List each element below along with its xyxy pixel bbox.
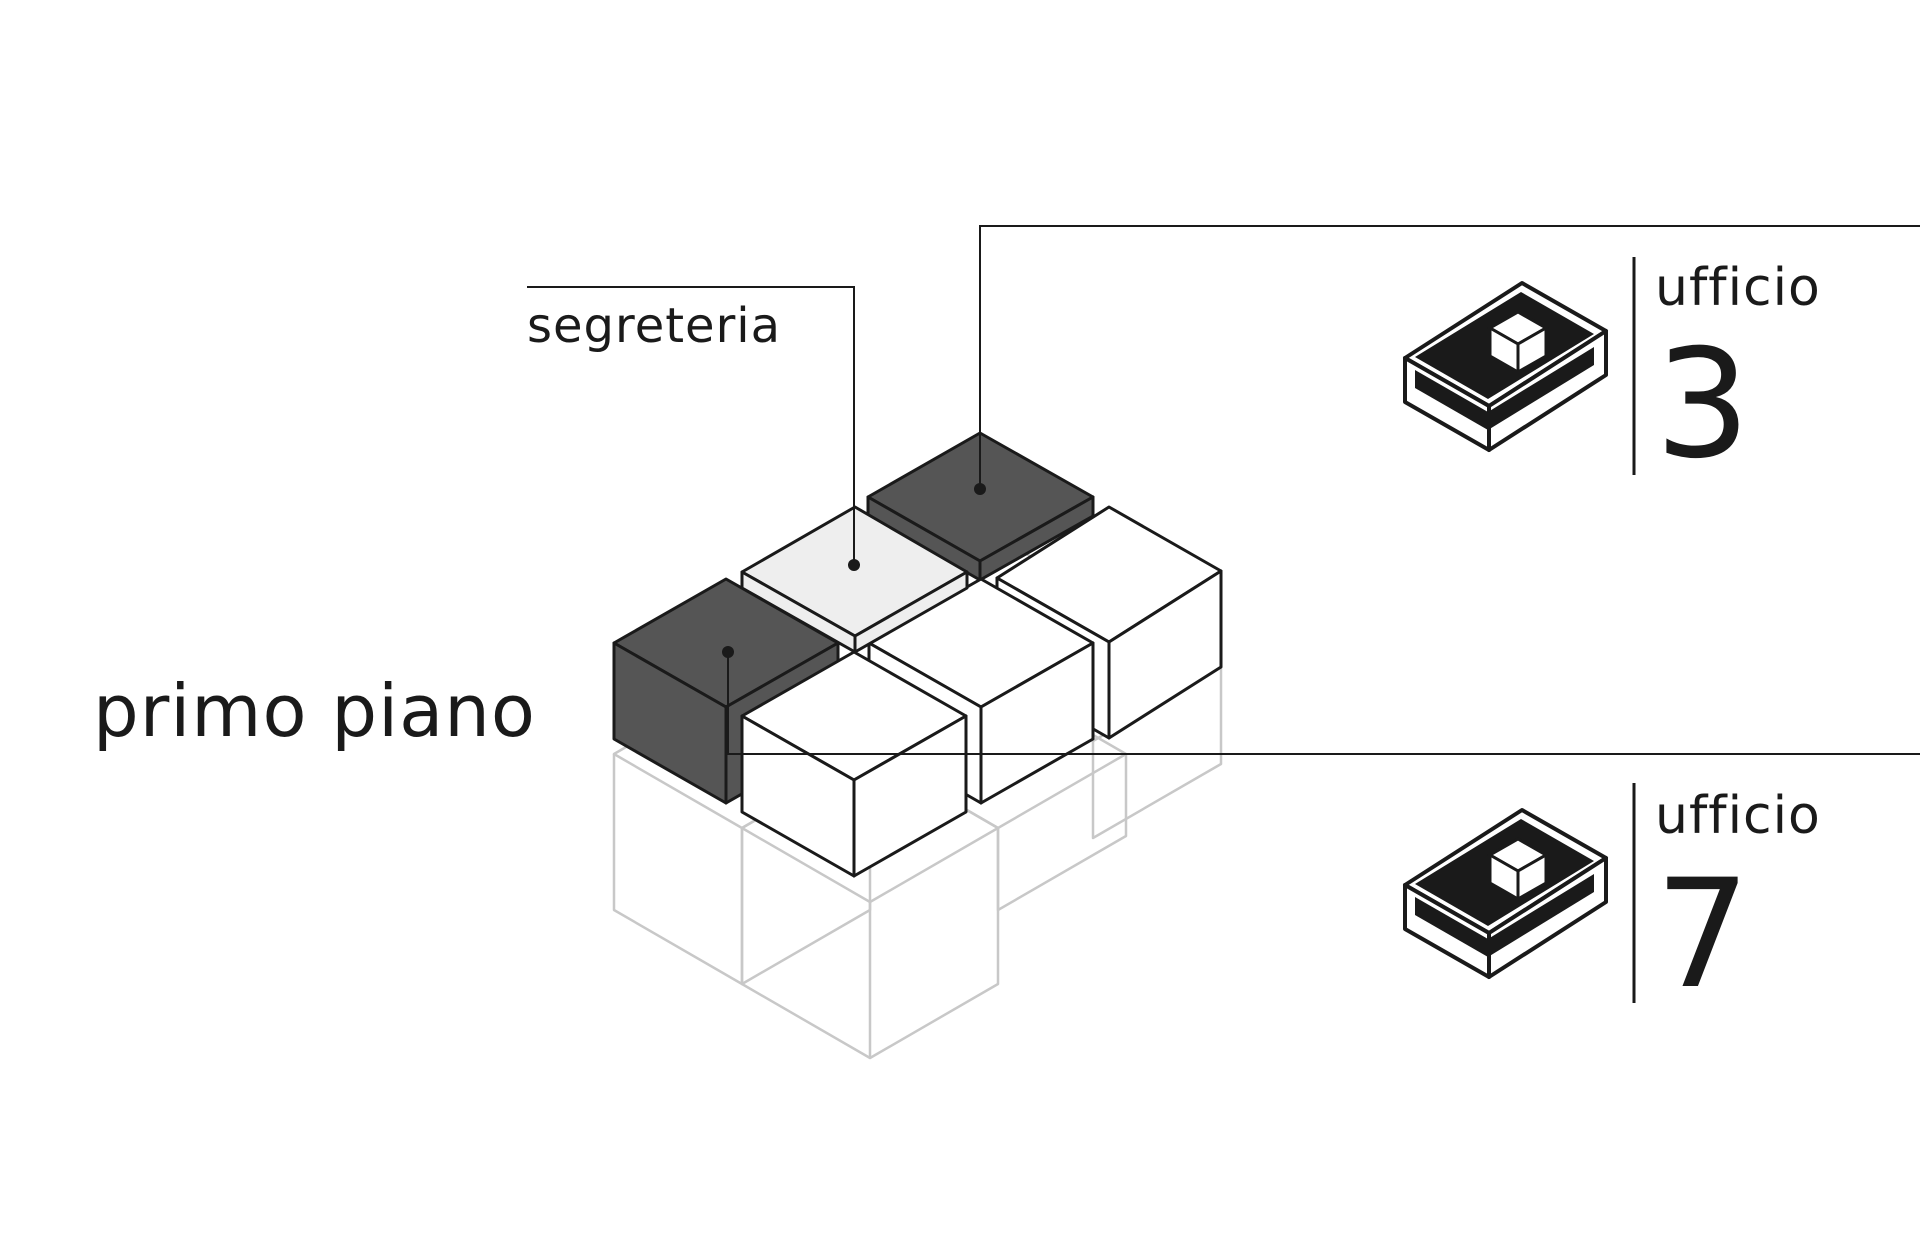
floor-label: primo piano	[93, 669, 536, 753]
leader-dots	[722, 483, 986, 658]
leader-ufficio-3	[979, 225, 1920, 489]
office-7-word: ufficio	[1655, 786, 1821, 846]
block-segreteria	[740, 505, 969, 654]
office-icon-3	[1403, 281, 1608, 452]
leader-lines	[527, 225, 1920, 755]
office-icon-7	[1403, 808, 1608, 979]
block-ufficio-3	[866, 431, 1095, 582]
leader-segreteria	[527, 286, 855, 565]
room-label-segreteria: segreteria	[527, 298, 782, 354]
office-3-number: 3	[1655, 318, 1752, 492]
office-7-number: 7	[1655, 848, 1752, 1022]
block-front-center	[740, 650, 968, 878]
office-3-word: ufficio	[1655, 258, 1821, 318]
leader-ufficio-7	[727, 655, 1920, 755]
